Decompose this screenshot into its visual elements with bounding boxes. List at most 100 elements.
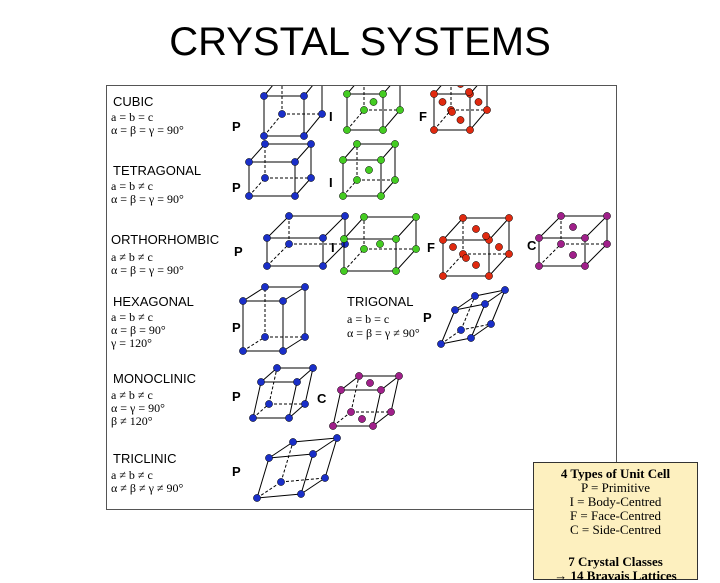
lattice-point [430, 126, 438, 134]
lattice-point [485, 272, 493, 280]
lattice-point [260, 132, 268, 140]
system-name-orthorhombic: ORTHORHOMBIC [111, 232, 220, 247]
lattice-point [285, 212, 293, 220]
lattice-point [245, 158, 253, 166]
cell-edge [268, 441, 294, 459]
cell-edge [440, 309, 456, 345]
unit-cell-triclinic-p [253, 434, 341, 502]
cell-edge [266, 243, 290, 267]
lattice-point [557, 212, 565, 220]
unit-cell-cubic-i [343, 86, 404, 134]
lattice-point [412, 213, 420, 221]
lattice-label-triclinic-p: P [232, 464, 241, 479]
cell-edge [584, 243, 608, 267]
relation-monoclinic-3: β ≠ 120° [111, 414, 153, 428]
cell-edge [469, 86, 478, 95]
legend-type-p: P = Primitive [581, 480, 650, 495]
unit-cell-hexagonal-p [239, 283, 309, 355]
cell-edge [282, 286, 306, 302]
cell-edge [440, 337, 472, 345]
lattice-point [392, 267, 400, 275]
cell-edge [382, 109, 401, 131]
cell-edge [454, 295, 476, 311]
lattice-point [471, 292, 479, 300]
relation-orthorhombic-2: α = β = γ = 90° [111, 263, 184, 277]
unit-cell-monoclinic-p [249, 364, 317, 422]
cell-edge [282, 336, 306, 352]
system-name-triclinic: TRICLINIC [113, 451, 177, 466]
lattice-point [483, 106, 491, 114]
unit-cell-orthorhombic-f [439, 214, 513, 280]
lattice-point [340, 267, 348, 275]
lattice-point [377, 192, 385, 200]
cell-edge [350, 375, 360, 413]
lattice-point [321, 474, 329, 482]
cell-edge [332, 411, 352, 427]
relation-cubic-1: a = b = c [111, 110, 154, 124]
cell-edge [294, 177, 312, 197]
lattice-point [239, 347, 247, 355]
lattice-point [495, 243, 503, 251]
lattice-point [343, 126, 351, 134]
cell-edge [538, 215, 562, 239]
lattice-point [474, 98, 483, 106]
relation-monoclinic-2: α = γ = 90° [111, 401, 165, 415]
system-name-hexagonal: HEXAGONAL [113, 294, 194, 309]
lattice-point [459, 214, 467, 222]
cell-edge [484, 289, 506, 305]
legend-box: 4 Types of Unit Cell P = Primitive I = B… [533, 462, 698, 583]
cell-edge [242, 336, 266, 352]
lattice-label-tetragonal-p: P [232, 180, 241, 195]
lattice-label-monoclinic-c: C [317, 391, 327, 406]
lattice-label-monoclinic-p: P [232, 389, 241, 404]
unit-cell-orthorhombic-c [535, 212, 611, 270]
lattice-point [581, 234, 589, 242]
lattice-point [376, 240, 384, 248]
cell-edge [390, 375, 400, 413]
lattice-label-trigonal-p: P [423, 310, 432, 325]
lattice-point [339, 156, 347, 164]
relation-trigonal-2: α = β = γ ≠ 90° [347, 326, 420, 340]
cell-edge [469, 109, 488, 131]
lattice-point [309, 450, 317, 458]
lattice-point [301, 333, 309, 341]
cell-edge [433, 109, 452, 131]
lattice-point [333, 434, 341, 442]
cell-edge [280, 477, 326, 483]
lattice-point [289, 438, 297, 446]
lattice-point [318, 110, 326, 118]
lattice-point [265, 454, 273, 462]
lattice-point [482, 232, 490, 240]
lattice-point [319, 262, 327, 270]
relation-triclinic-2: α ≠ β ≠ γ ≠ 90° [111, 481, 184, 495]
cell-edge [268, 367, 278, 405]
lattice-point [481, 300, 489, 308]
lattice-point [467, 334, 475, 342]
lattice-point [300, 92, 308, 100]
lattice-point [379, 90, 387, 98]
lattice-point [260, 92, 268, 100]
lattice-point [319, 234, 327, 242]
cell-edge [490, 289, 506, 325]
cell-edge [294, 143, 312, 163]
cell-edge [442, 217, 464, 241]
lattice-point [358, 415, 366, 423]
system-name-monoclinic: MONOCLINIC [113, 371, 197, 386]
cell-edge [256, 493, 302, 499]
lattice-point [395, 372, 403, 380]
lattice-point [261, 174, 269, 182]
lattice-point [245, 192, 253, 200]
lattice-point [472, 261, 480, 269]
cell-edge [488, 217, 510, 241]
lattice-label-cubic-p: P [232, 119, 241, 134]
lattice-point [360, 213, 368, 221]
lattice-point [291, 192, 299, 200]
lattice-label-tetragonal-i: I [329, 175, 333, 190]
cell-edge [433, 86, 442, 95]
lattice-point [353, 176, 361, 184]
lattice-point [279, 297, 287, 305]
unit-cell-tetragonal-p [245, 140, 315, 200]
lattice-point [291, 158, 299, 166]
cell-edge [470, 303, 486, 339]
lattice-point [347, 408, 355, 416]
